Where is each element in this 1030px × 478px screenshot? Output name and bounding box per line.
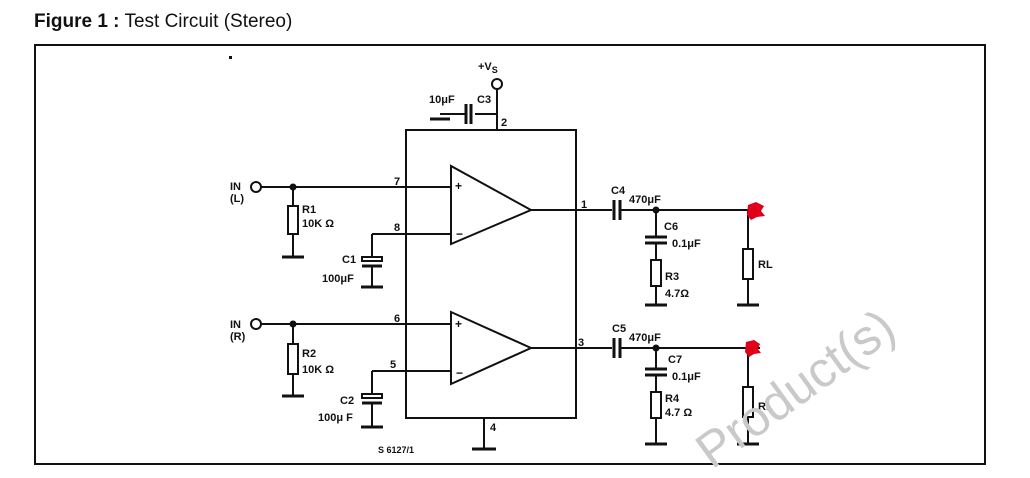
- output-left-marker: [747, 202, 765, 220]
- c7-name: C7: [668, 354, 682, 366]
- c3-value: 10μF: [429, 94, 455, 106]
- output-markers: [745, 202, 765, 357]
- pin8-label: 8: [394, 222, 400, 234]
- c2-value: 100μ F: [318, 412, 353, 424]
- pin2-label: 2: [501, 117, 507, 129]
- r4-name: R4: [665, 393, 680, 405]
- c1-value: 100μF: [322, 273, 354, 285]
- c5-value: 470μF: [629, 332, 661, 344]
- opamp-right-plus: +: [455, 317, 462, 331]
- pin5-label: 5: [390, 359, 396, 371]
- pin3-label: 3: [578, 337, 584, 349]
- opamp-left-minus: −: [456, 227, 463, 241]
- input-left-label-1: IN: [230, 181, 241, 193]
- figure-caption: Test Circuit (Stereo): [124, 11, 293, 32]
- c1-name: C1: [342, 254, 356, 266]
- input-left-label-2: (L): [230, 193, 244, 205]
- r3-value: 4.7Ω: [665, 288, 689, 300]
- pin1-label: 1: [581, 199, 587, 211]
- c6-value: 0.1μF: [672, 238, 701, 250]
- pin4-label: 4: [490, 422, 497, 434]
- rl-top-resistor: [742, 248, 754, 280]
- supply-terminal: [491, 78, 503, 90]
- r1-value: 10K Ω: [302, 218, 334, 230]
- r1-resistor: [287, 205, 299, 235]
- input-right-label-1: IN: [230, 319, 241, 331]
- pin6-label: 6: [394, 313, 400, 325]
- ic-body: [405, 129, 577, 419]
- diagram-frame: [34, 44, 986, 465]
- r1-name: R1: [302, 204, 316, 216]
- stray-dot: [229, 56, 232, 59]
- c6-name: C6: [664, 221, 678, 233]
- opamp-left: [450, 164, 534, 246]
- rl-bottom-name: RL: [758, 401, 773, 413]
- c1-plate-a: [361, 256, 383, 262]
- c4-name: C4: [611, 185, 626, 197]
- c3-name: C3: [477, 94, 491, 106]
- c4-value: 470μF: [629, 194, 661, 206]
- opamp-left-plus: +: [455, 179, 462, 193]
- c2-plate-a: [361, 393, 383, 399]
- figure-title: Figure 1 : Test Circuit (Stereo): [34, 11, 292, 33]
- r2-name: R2: [302, 348, 316, 360]
- r2-resistor: [287, 343, 299, 375]
- r2-value: 10K Ω: [302, 364, 334, 376]
- pin7-label: 7: [394, 176, 400, 188]
- rl-top-name: RL: [758, 259, 773, 271]
- output-right-marker: [745, 340, 761, 357]
- figure-label: Figure 1 :: [34, 11, 120, 32]
- r4-value: 4.7 Ω: [665, 407, 692, 419]
- opamp-right-minus: −: [456, 366, 463, 380]
- r4-resistor: [650, 391, 662, 419]
- watermark-text: Product(s): [686, 298, 905, 478]
- input-right-terminal: [250, 318, 262, 330]
- input-right-label-2: (R): [230, 331, 246, 343]
- input-left-terminal: [250, 181, 262, 193]
- opamp-right: [450, 310, 534, 386]
- reference-code: S 6127/1: [378, 445, 414, 455]
- c5-name: C5: [612, 323, 626, 335]
- r3-name: R3: [665, 271, 679, 283]
- supply-label: +VS: [478, 61, 498, 75]
- r3-resistor: [650, 259, 662, 287]
- c7-value: 0.1μF: [672, 371, 701, 383]
- c2-name: C2: [340, 395, 354, 407]
